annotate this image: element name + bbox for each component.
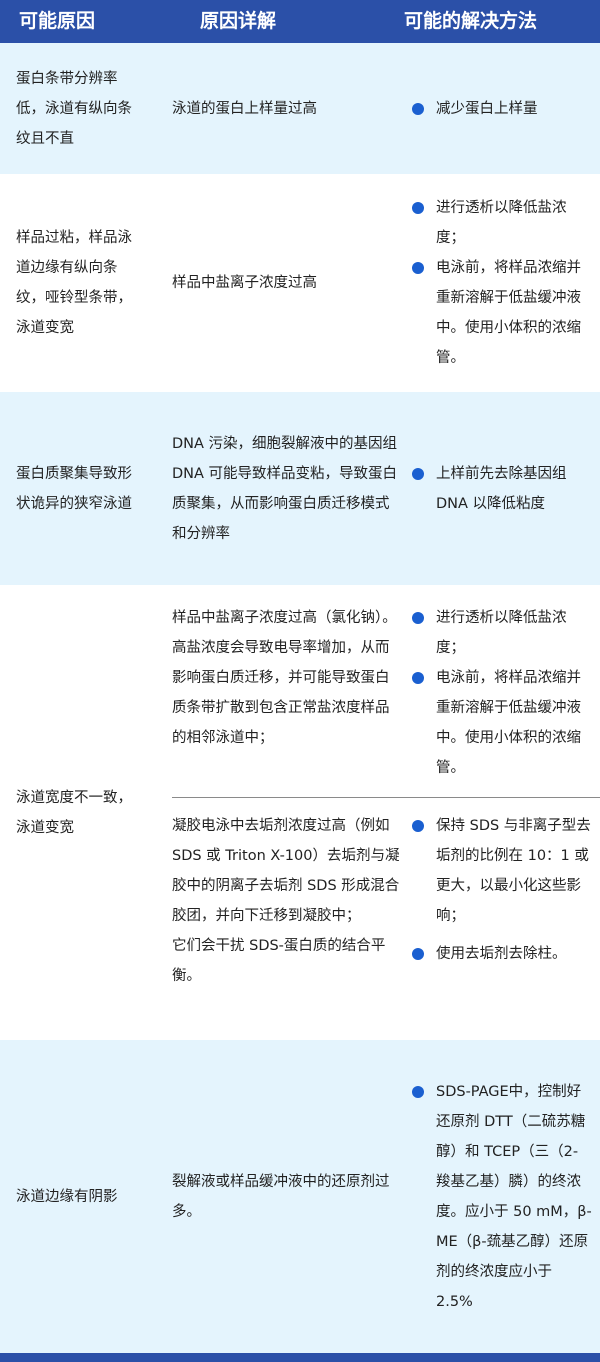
- detail-cell: DNA 污染，细胞裂解液中的基因组 DNA 可能导致样品变粘，导致蛋白质聚集，从…: [172, 435, 398, 542]
- cause-cell: 蛋白质聚集导致形状诡异的狭窄泳道: [16, 465, 132, 512]
- solution-bullet-item: 减少蛋白上样量: [410, 94, 592, 124]
- table-row: 蛋白质聚集导致形状诡异的狭窄泳道 DNA 污染，细胞裂解液中的基因组 DNA 可…: [0, 392, 600, 585]
- table-row: 样品过粘，样品泳道边缘有纵向条纹，哑铃型条带，泳道变宽 样品中盐离子浓度过高 进…: [0, 174, 600, 392]
- cause-cell: 蛋白条带分辨率低，泳道有纵向条纹且不直: [16, 70, 132, 147]
- solution-bullet-item: 上样前先去除基因组 DNA 以降低粘度: [410, 459, 592, 519]
- cause-cell: 样品过粘，样品泳道边缘有纵向条纹，哑铃型条带，泳道变宽: [16, 230, 132, 336]
- header-cause-detail: 原因详解: [200, 10, 277, 32]
- solution-cell: 进行透析以降低盐浓度； 电泳前，将样品浓缩并重新溶解于低盐缓冲液中。使用小体积的…: [410, 193, 592, 373]
- table-row: 泳道边缘有阴影 裂解液或样品缓冲液中的还原剂过多。 SDS-PAGE中，控制好还…: [0, 1040, 600, 1353]
- solution-bullet-item: 电泳前，将样品浓缩并重新溶解于低盐缓冲液中。使用小体积的浓缩管。: [410, 663, 592, 783]
- table-row: 蛋白条带分辨率低，泳道有纵向条纹且不直 泳道的蛋白上样量过高 减少蛋白上样量: [0, 43, 600, 174]
- table-header: 可能原因 原因详解 可能的解决方法: [0, 0, 600, 43]
- footer-bar: [0, 1353, 600, 1362]
- solution-bullet-item: 进行透析以降低盐浓度；: [410, 193, 592, 253]
- cause-cell: 泳道边缘有阴影: [16, 1188, 118, 1205]
- detail-text: 凝胶电泳中去垢剂浓度过高（例如 SDS 或 Triton X-100）去垢剂与凝…: [172, 818, 400, 924]
- solution-bullet-item: SDS-PAGE中，控制好还原剂 DTT（二硫苏糖醇）和 TCEP（三（2-羧基…: [410, 1077, 592, 1317]
- solution-bullet-item: 进行透析以降低盐浓度；: [410, 603, 592, 663]
- solution-cell: 上样前先去除基因组 DNA 以降低粘度: [410, 459, 592, 519]
- table-row: 泳道宽度不一致，泳道变宽 样品中盐离子浓度过高（氯化钠）。高盐浓度会导致电导率增…: [0, 585, 600, 1040]
- solution-bullet-item: 使用去垢剂去除柱。: [410, 939, 592, 969]
- sub-row-divider: [172, 797, 600, 798]
- header-possible-cause: 可能原因: [19, 10, 96, 32]
- solution-cell: 保持 SDS 与非离子型去垢剂的比例在 10：1 或更大，以最小化这些影响； 使…: [410, 811, 592, 969]
- solution-cell: 进行透析以降低盐浓度； 电泳前，将样品浓缩并重新溶解于低盐缓冲液中。使用小体积的…: [410, 603, 592, 783]
- header-possible-solution: 可能的解决方法: [404, 10, 538, 32]
- detail-text: 它们会干扰 SDS-蛋白质的结合平衡。: [172, 938, 386, 984]
- cause-cell: 泳道宽度不一致，泳道变宽: [16, 789, 132, 836]
- solution-cell: 减少蛋白上样量: [410, 94, 592, 124]
- solution-bullet-item: 保持 SDS 与非离子型去垢剂的比例在 10：1 或更大，以最小化这些影响；: [410, 811, 592, 931]
- detail-cell: 泳道的蛋白上样量过高: [172, 100, 317, 117]
- solution-cell: SDS-PAGE中，控制好还原剂 DTT（二硫苏糖醇）和 TCEP（三（2-羧基…: [410, 1077, 592, 1317]
- solution-bullet-item: 电泳前，将样品浓缩并重新溶解于低盐缓冲液中。使用小体积的浓缩管。: [410, 253, 592, 373]
- detail-cell: 裂解液或样品缓冲液中的还原剂过多。: [172, 1173, 390, 1220]
- detail-cell: 样品中盐离子浓度过高（氯化钠）。高盐浓度会导致电导率增加，从而影响蛋白质迁移，并…: [172, 610, 397, 746]
- detail-cell: 样品中盐离子浓度过高: [172, 275, 317, 291]
- detail-cell: 凝胶电泳中去垢剂浓度过高（例如 SDS 或 Triton X-100）去垢剂与凝…: [172, 811, 400, 991]
